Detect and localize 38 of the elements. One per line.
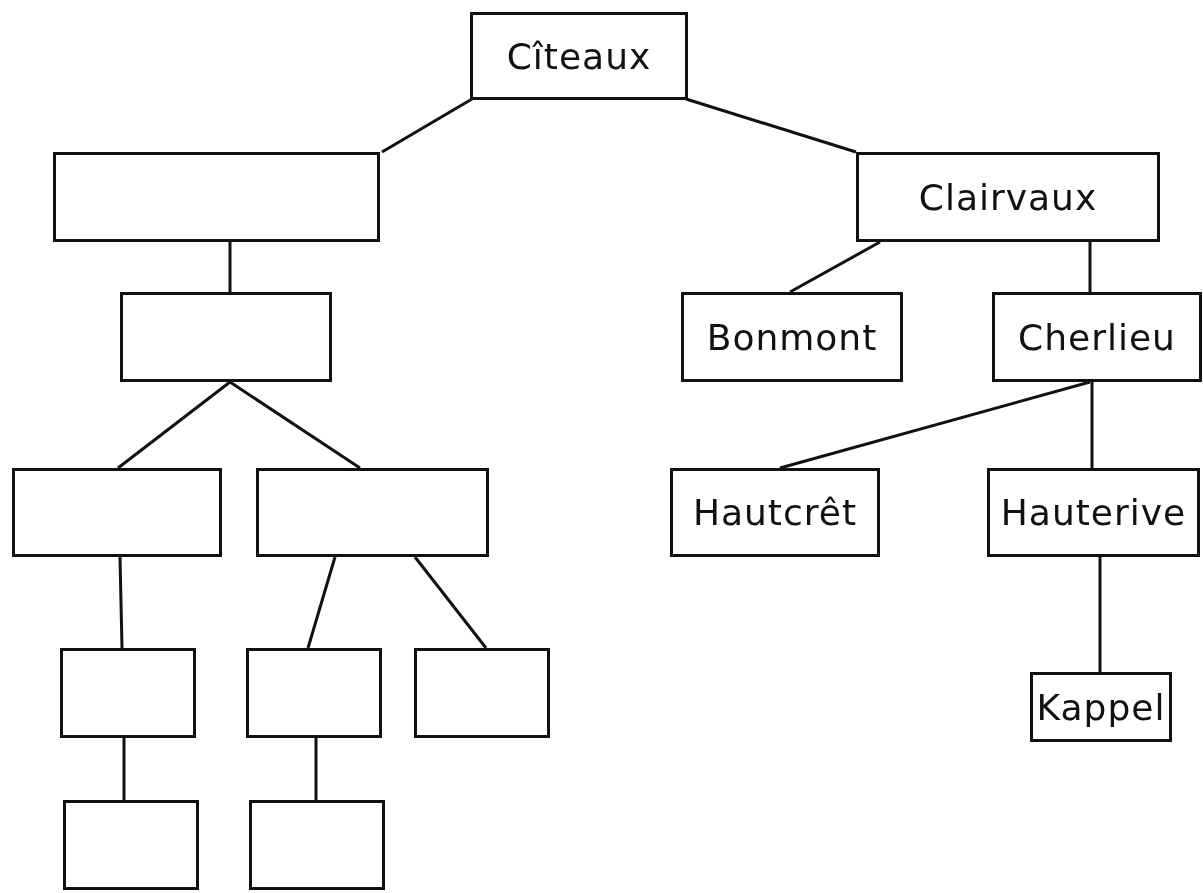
- connector-line: [779, 380, 1091, 470]
- node-box: [1030, 672, 1172, 742]
- empty-box: [246, 648, 382, 738]
- node-label: Clairvaux: [918, 176, 1098, 218]
- node-label: Hautcrêt: [692, 492, 858, 533]
- empty-box: [249, 800, 385, 890]
- connector-line: [117, 380, 231, 470]
- node-box: [987, 468, 1200, 557]
- node-label: Cîteaux: [506, 35, 652, 77]
- node-label: Cherlieu: [1018, 316, 1176, 358]
- connector-line: [306, 556, 337, 649]
- connector-line: [1090, 382, 1094, 468]
- connector-line: [1098, 557, 1102, 672]
- empty-box: [120, 292, 332, 382]
- node-label: Kappel: [1036, 686, 1166, 728]
- node-label: Hauterive: [1000, 492, 1187, 533]
- connector-line: [685, 97, 857, 154]
- connector-line: [314, 738, 318, 800]
- empty-box: [414, 648, 550, 738]
- connector-line: [229, 380, 361, 470]
- empty-box: [53, 152, 380, 242]
- node-box: [856, 152, 1160, 242]
- empty-box: [256, 468, 489, 557]
- connector-line: [122, 738, 126, 800]
- node-box: [670, 468, 880, 557]
- node-box: [681, 292, 903, 382]
- connector-line: [789, 240, 881, 294]
- node-box: [470, 12, 688, 100]
- node-box: [992, 292, 1202, 382]
- connector-line: [381, 97, 473, 154]
- connector-line: [413, 556, 488, 649]
- empty-box: [63, 800, 199, 890]
- empty-box: [60, 648, 196, 738]
- connector-line: [1088, 242, 1092, 292]
- node-label: Bonmont: [706, 316, 878, 358]
- connector-line: [228, 242, 232, 292]
- connector-line: [118, 556, 124, 649]
- empty-box: [12, 468, 222, 557]
